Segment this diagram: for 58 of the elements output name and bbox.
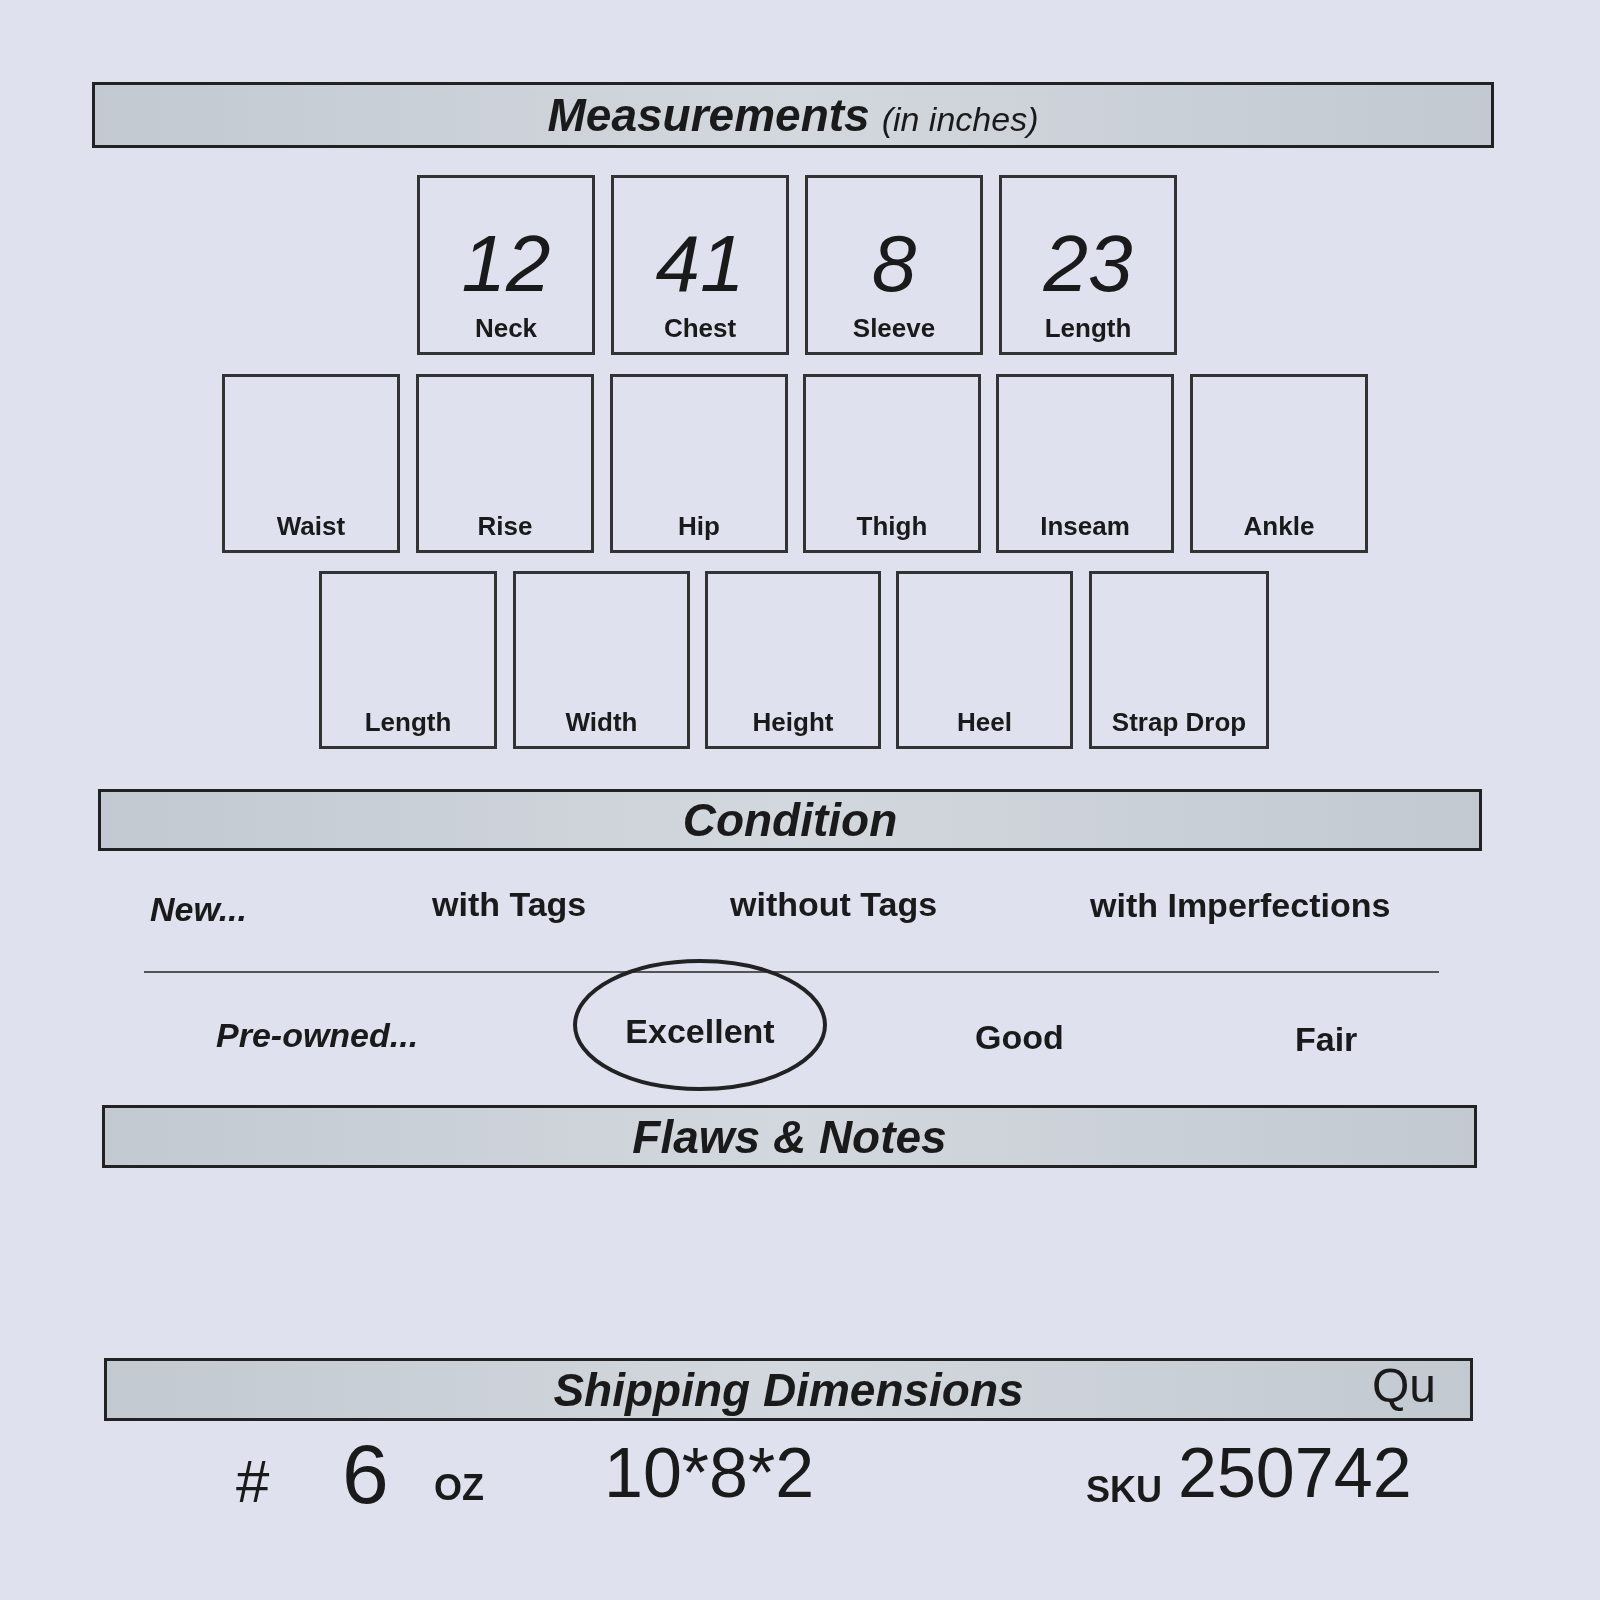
measurement-box — [513, 571, 690, 749]
section-header-bar — [102, 1105, 1477, 1168]
measurement-box — [996, 374, 1174, 553]
measurement-box — [417, 175, 595, 355]
measurement-label: Heel — [957, 705, 1012, 738]
measurement-box — [319, 571, 497, 749]
measurement-box — [999, 175, 1177, 355]
section-title: Condition — [682, 797, 898, 843]
measurement-box — [705, 571, 881, 749]
measurement-box — [416, 374, 594, 553]
option-text: with Tags — [432, 887, 587, 921]
measurement-label: Inseam — [1040, 509, 1130, 542]
circled-option — [572, 958, 828, 1092]
handwritten-value: 12 — [461, 223, 551, 304]
measurement-label: Length — [364, 705, 452, 738]
measurement-label: Thigh — [856, 509, 928, 542]
section-header-bar — [92, 82, 1494, 148]
handwritten-text: 250742 — [1178, 1438, 1412, 1508]
measurement-label: Neck — [474, 311, 538, 344]
measurement-label: Height — [752, 705, 834, 738]
option-text: SKU — [1086, 1472, 1162, 1508]
measurement-label: Rise — [477, 509, 533, 542]
measurement-box — [222, 374, 400, 553]
section-header-bar — [98, 789, 1482, 851]
handwritten-text: 10*8*2 — [604, 1438, 815, 1508]
option-text: Fair — [1295, 1022, 1358, 1056]
handwritten-text: 6 — [342, 1432, 389, 1516]
section-title: Flaws & Notes — [632, 1113, 947, 1160]
measurement-box — [1190, 374, 1368, 553]
measurement-label: Waist — [276, 509, 346, 542]
option-text: Pre-owned... — [216, 1018, 419, 1052]
measurement-label: Ankle — [1243, 509, 1315, 542]
section-subtitle: (in inches) — [881, 102, 1039, 136]
measurement-box — [1089, 571, 1269, 749]
option-text: with Imperfections — [1090, 888, 1391, 922]
measurement-label: Width — [565, 705, 638, 738]
handwritten-text: # — [236, 1452, 270, 1512]
option-text: Excellent — [625, 1014, 775, 1048]
measurement-label: Strap Drop — [1111, 705, 1247, 738]
option-text: New... — [150, 892, 247, 926]
measurement-box — [896, 571, 1073, 749]
measurement-label: Sleeve — [852, 311, 936, 344]
measurement-box — [610, 374, 788, 553]
handwritten-text: Qu — [1372, 1362, 1437, 1410]
option-text: OZ — [434, 1470, 484, 1506]
measurement-box — [805, 175, 983, 355]
measurement-label: Chest — [663, 311, 737, 344]
handwritten-value: 23 — [1043, 223, 1133, 304]
measurement-box — [611, 175, 789, 355]
section-title: Measurements — [547, 92, 870, 138]
section-header-bar — [104, 1358, 1473, 1421]
measurement-label: Hip — [678, 509, 720, 542]
handwritten-value: 8 — [871, 223, 917, 304]
measurement-box — [803, 374, 981, 553]
option-text: Good — [975, 1020, 1064, 1054]
measurement-label: Length — [1044, 311, 1132, 344]
option-text: without Tags — [730, 887, 938, 921]
handwritten-value: 41 — [655, 223, 745, 304]
